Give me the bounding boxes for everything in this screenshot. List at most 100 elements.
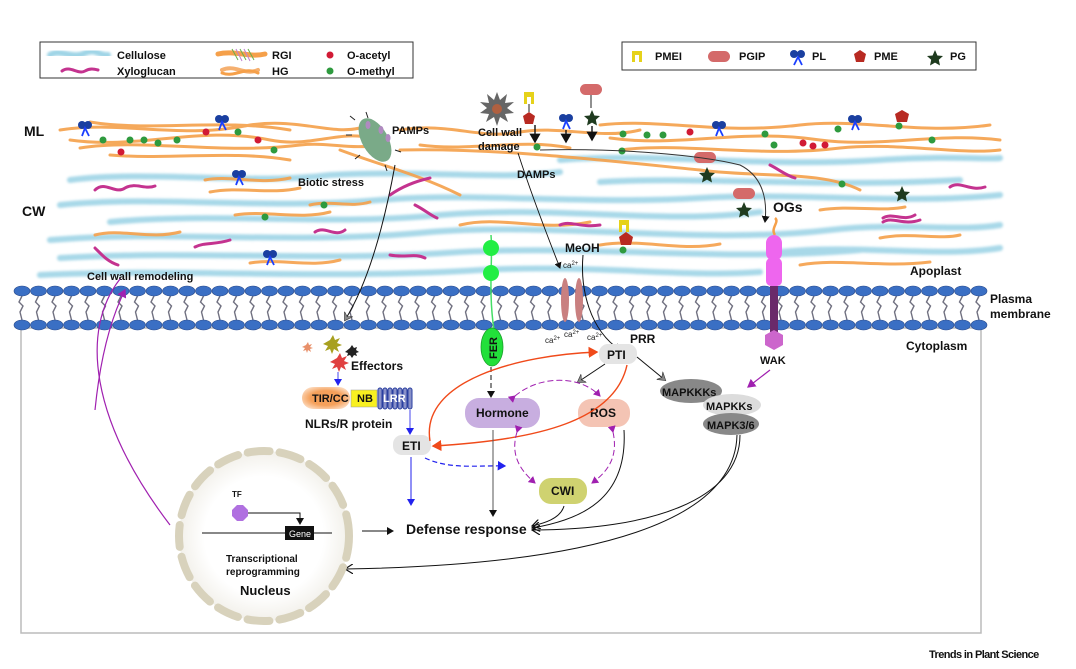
pti-label: PTI	[607, 348, 626, 362]
tf-label: TF	[232, 490, 242, 499]
lipid-head	[970, 319, 988, 331]
o-acetyl-icon	[326, 51, 334, 59]
lipid-head	[376, 319, 394, 331]
legend-o-acetyl-label: O-acetyl	[347, 50, 390, 62]
lipid-head	[261, 319, 278, 331]
lipid-head	[822, 285, 839, 297]
legend-pg-label: PG	[950, 51, 966, 63]
lipid-head	[508, 285, 526, 297]
remodeling-curve	[96, 278, 171, 526]
lipid-tail	[958, 295, 965, 321]
lipid-head	[178, 319, 196, 331]
lipid-head	[376, 285, 394, 297]
lipid-head	[508, 319, 526, 331]
fer-receptor: FER	[480, 234, 504, 367]
lipid-head	[624, 319, 641, 331]
eti-node	[393, 435, 431, 455]
lipid-tail	[232, 295, 239, 321]
cellulose-fibers	[37, 154, 1003, 278]
lipid-tail	[51, 295, 57, 321]
pgip-pg-complex-3	[733, 188, 755, 218]
lipid-head	[525, 285, 542, 297]
lipid-head	[690, 319, 707, 331]
lipid-tail	[463, 295, 470, 321]
lipid-head	[112, 319, 130, 331]
lipid-head	[310, 285, 328, 297]
lipid-tail	[265, 295, 272, 321]
lipid-head	[492, 285, 509, 297]
lipid-head	[673, 319, 691, 331]
lipid-tail	[760, 295, 767, 321]
region-apoplast-label: Apoplast	[910, 264, 961, 278]
lipid-head	[888, 285, 905, 297]
lipid-head	[607, 319, 625, 331]
lipid-head	[706, 285, 724, 297]
lipid-tail	[645, 295, 651, 321]
tir-cc-label: TIR/CC	[312, 393, 349, 405]
lipid-head	[888, 319, 905, 331]
mapkkks-label: MAPKKKs	[662, 387, 716, 399]
lipid-head	[855, 285, 872, 297]
lipid-head	[805, 319, 823, 331]
ros-label: ROS	[590, 406, 616, 420]
lipid-head	[723, 319, 740, 331]
eti-to-cwi-dashed-arrow	[424, 457, 507, 471]
lrr-label: LRR	[383, 393, 406, 405]
lipid-head	[673, 285, 691, 297]
lipid-tail	[364, 295, 371, 321]
lipid-head	[409, 285, 427, 297]
lipid-head	[442, 319, 460, 331]
lipid-head	[937, 319, 955, 331]
lipid-head	[492, 319, 509, 331]
lipid-head	[79, 285, 97, 297]
lipid-tail	[133, 295, 140, 321]
lipid-head	[46, 285, 64, 297]
hormone-node	[465, 398, 540, 428]
lipid-head	[921, 285, 938, 297]
lipid-head	[442, 285, 460, 297]
lipid-head	[789, 319, 806, 331]
lipid-tail	[843, 295, 849, 321]
lipid-tail	[414, 295, 420, 321]
lipid-tail	[892, 295, 899, 321]
lipid-tail	[496, 295, 503, 321]
lipid-tail	[925, 295, 932, 321]
lipid-head	[46, 319, 64, 331]
lipid-tail	[826, 295, 833, 321]
lipid-tail	[183, 295, 189, 321]
lipid-head	[294, 285, 311, 297]
lipid-head	[211, 285, 229, 297]
cell-wall-damage-icon	[480, 92, 514, 126]
lipid-head	[79, 319, 97, 331]
lipid-head	[739, 319, 757, 331]
lipid-head	[96, 319, 113, 331]
tf-icon	[232, 505, 248, 521]
lipid-head	[541, 285, 559, 297]
lipid-head	[805, 285, 823, 297]
svg-text:ca2+: ca2+	[563, 261, 579, 270]
lipid-tail	[513, 295, 519, 321]
lipid-head	[822, 319, 839, 331]
ros-node	[578, 399, 630, 427]
lipid-head	[789, 285, 806, 297]
hormone-ros-cwi-cycle	[507, 379, 616, 484]
lipid-head	[310, 319, 328, 331]
lipid-head	[294, 319, 311, 331]
lipid-head	[640, 285, 658, 297]
damps-arrow	[517, 152, 562, 269]
lipid-tail	[975, 295, 981, 321]
legend-pl-label: PL	[812, 51, 826, 63]
hg-rgi-patches-cw	[93, 176, 962, 267]
lipid-tail	[628, 295, 635, 321]
lipid-tail	[612, 295, 618, 321]
legend-o-methyl-label: O-methyl	[347, 66, 395, 78]
nb-label: NB	[357, 393, 373, 405]
lipid-head	[261, 285, 278, 297]
lipid-tail	[694, 295, 701, 321]
pti-to-ros-hormone-arrow	[578, 363, 606, 382]
hg-icon	[220, 66, 260, 76]
lipid-tail	[100, 295, 107, 321]
lipid-tail	[727, 295, 734, 321]
lipid-head	[871, 285, 889, 297]
calcium-channel	[561, 278, 583, 322]
